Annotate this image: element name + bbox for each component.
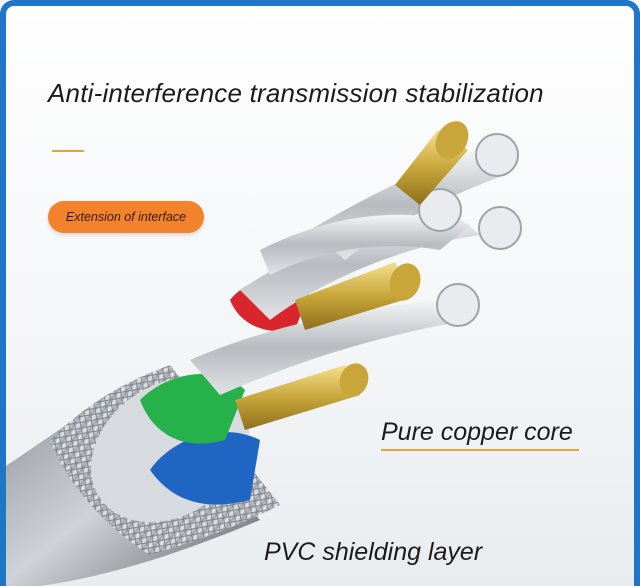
copper-core-bottom <box>235 363 369 430</box>
headline-accent-rule <box>52 150 84 152</box>
strand-end-bottom <box>436 283 480 327</box>
blue-wire <box>150 431 260 505</box>
strand-end-left <box>418 188 462 232</box>
pure-copper-core-callout: Pure copper core <box>381 418 573 446</box>
pure-copper-core-underline <box>381 449 579 451</box>
strand-end-right <box>478 206 522 250</box>
copper-core-middle <box>295 262 421 330</box>
extension-of-interface-badge: Extension of interface <box>48 201 204 233</box>
headline: Anti-interference transmission stabiliza… <box>48 78 544 108</box>
twisted-strands <box>190 150 505 395</box>
pvc-shielding-callout: PVC shielding layer <box>264 538 483 566</box>
strand-end-top <box>475 133 519 177</box>
badge-label: Extension of interface <box>65 210 187 224</box>
copper-core-top <box>395 121 469 205</box>
